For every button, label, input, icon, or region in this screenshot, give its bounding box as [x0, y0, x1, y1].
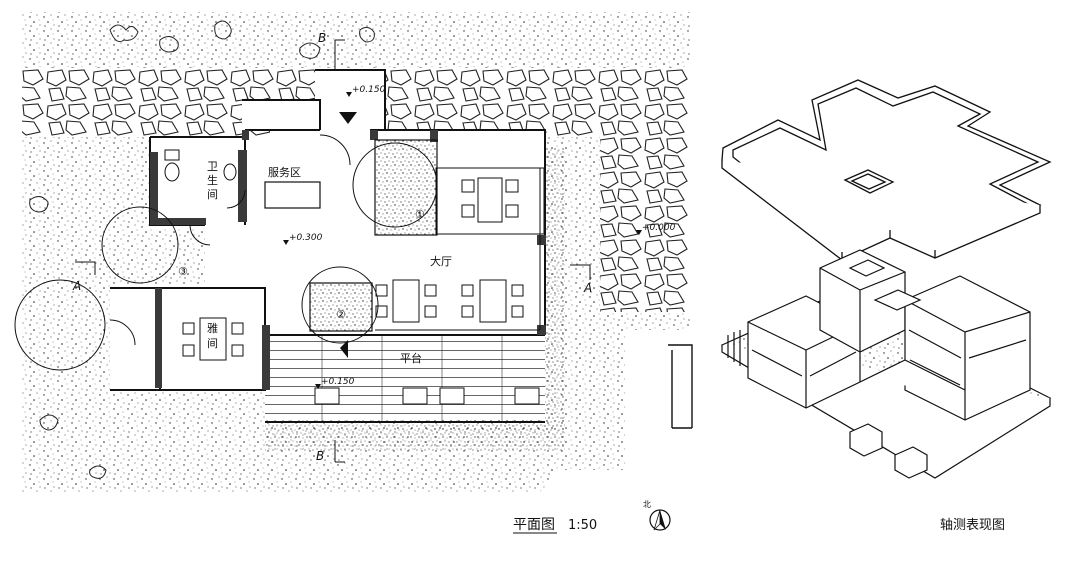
section-mark-b-top: B: [318, 31, 326, 45]
service-counter: [264, 181, 321, 209]
room-label-restroom-2: 生: [207, 173, 218, 187]
room-label-terrace: 平台: [400, 351, 422, 365]
plan-title: 平面图: [513, 517, 555, 533]
private-room-furniture: [182, 317, 244, 361]
gravel-bed-bottom: [265, 420, 565, 452]
room-label-restroom-1: 卫: [207, 160, 218, 173]
wall-solids: [150, 130, 546, 390]
detail-circle-2: ②: [336, 308, 346, 321]
entry-arrow-icon: [339, 112, 357, 124]
courtyard-planter-2: [309, 282, 373, 332]
room-label-restroom-3: 间: [207, 188, 218, 201]
axonometric-roof: [721, 79, 1052, 261]
room-label-service: 服务区: [268, 166, 301, 179]
room-label-private-2: 间: [207, 337, 218, 350]
axonometric-building: [720, 249, 1052, 479]
foliage-left: [29, 196, 107, 479]
paving-stones-right: [600, 137, 690, 312]
detail-circle-3: ③: [178, 265, 188, 278]
terrace-arrow-icon: [340, 340, 348, 358]
room-label-hall: 大厅: [430, 254, 452, 268]
foliage-top: [109, 20, 375, 59]
north-arrow-icon: [649, 509, 671, 531]
room-label-private-1: 雅: [207, 321, 218, 335]
level-interior: +0.300: [289, 233, 323, 243]
terrace-furniture: [314, 387, 540, 405]
north-label: 北: [643, 500, 651, 509]
courtyard-planter-1: [374, 139, 438, 236]
detail-circle-1: ①: [415, 208, 425, 221]
tree-symbols: [14, 142, 438, 371]
plan-labels: 卫 生 间 服务区 大厅 雅 间 平台 +0.150 +0.300 +0.150…: [72, 31, 676, 463]
floor-plan: [14, 12, 690, 492]
level-entry: +0.150: [352, 85, 386, 95]
level-ground: +0.000: [642, 223, 676, 233]
axonometric-title: 轴测表现图: [940, 518, 1005, 533]
section-mark-a-right: A: [583, 281, 592, 295]
plan-scale: 1:50: [568, 518, 597, 533]
section-mark-a-left: A: [72, 279, 81, 293]
top-ground-stipple: [22, 12, 690, 67]
section-lines: [75, 39, 591, 463]
section-mark-b-bottom: B: [316, 449, 324, 463]
hall-furniture: [375, 177, 524, 323]
level-terrace: +0.150: [321, 377, 355, 387]
terrace-deck: [265, 335, 545, 422]
level-markers: [283, 92, 642, 389]
restroom-fixtures: [164, 149, 237, 182]
door-swings: [109, 134, 351, 346]
adjacent-fragment: [668, 344, 693, 429]
